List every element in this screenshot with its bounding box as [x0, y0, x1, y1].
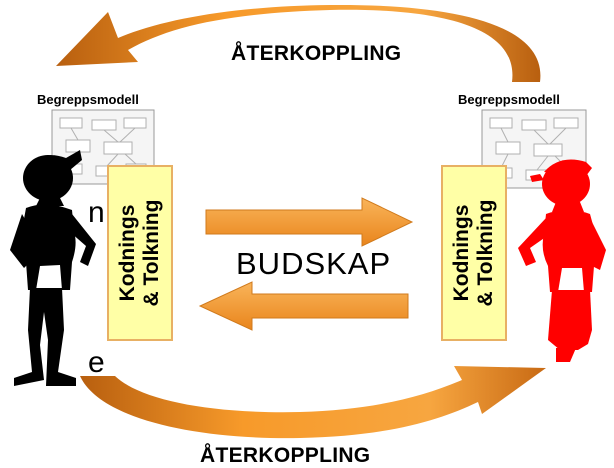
sender-model-title: Begreppsmodell: [37, 92, 139, 107]
text-fragment-e: e: [88, 346, 105, 379]
message-arrow-right: [205, 197, 414, 247]
text-fragment-n: n: [88, 196, 105, 229]
feedback-arrow-top: [56, 4, 541, 82]
message-label: BUDSKAP: [236, 246, 392, 281]
receiver-figure: [518, 159, 606, 362]
receiver-coding-box: Kodnings & Tolkning: [441, 165, 507, 341]
feedback-label-top: ÅTERKOPPLING: [231, 42, 402, 65]
sender-coding-line2: & Tolkning: [140, 199, 163, 307]
receiver-coding-line1: Kodnings: [450, 204, 473, 302]
sender-coding-line1: Kodnings: [116, 204, 139, 302]
receiver-model-title: Begreppsmodell: [458, 92, 560, 107]
feedback-label-bottom: ÅTERKOPPLING: [200, 444, 371, 467]
receiver-coding-line2: & Tolkning: [474, 199, 497, 307]
sender-coding-box: Kodnings & Tolkning: [107, 165, 173, 341]
feedback-arrow-bottom: [80, 366, 546, 439]
sender-coding-text: Kodnings & Tolkning: [116, 200, 164, 307]
sender-figure: [10, 150, 96, 386]
receiver-coding-text: Kodnings & Tolkning: [450, 200, 498, 307]
message-arrow-left: [198, 281, 409, 331]
